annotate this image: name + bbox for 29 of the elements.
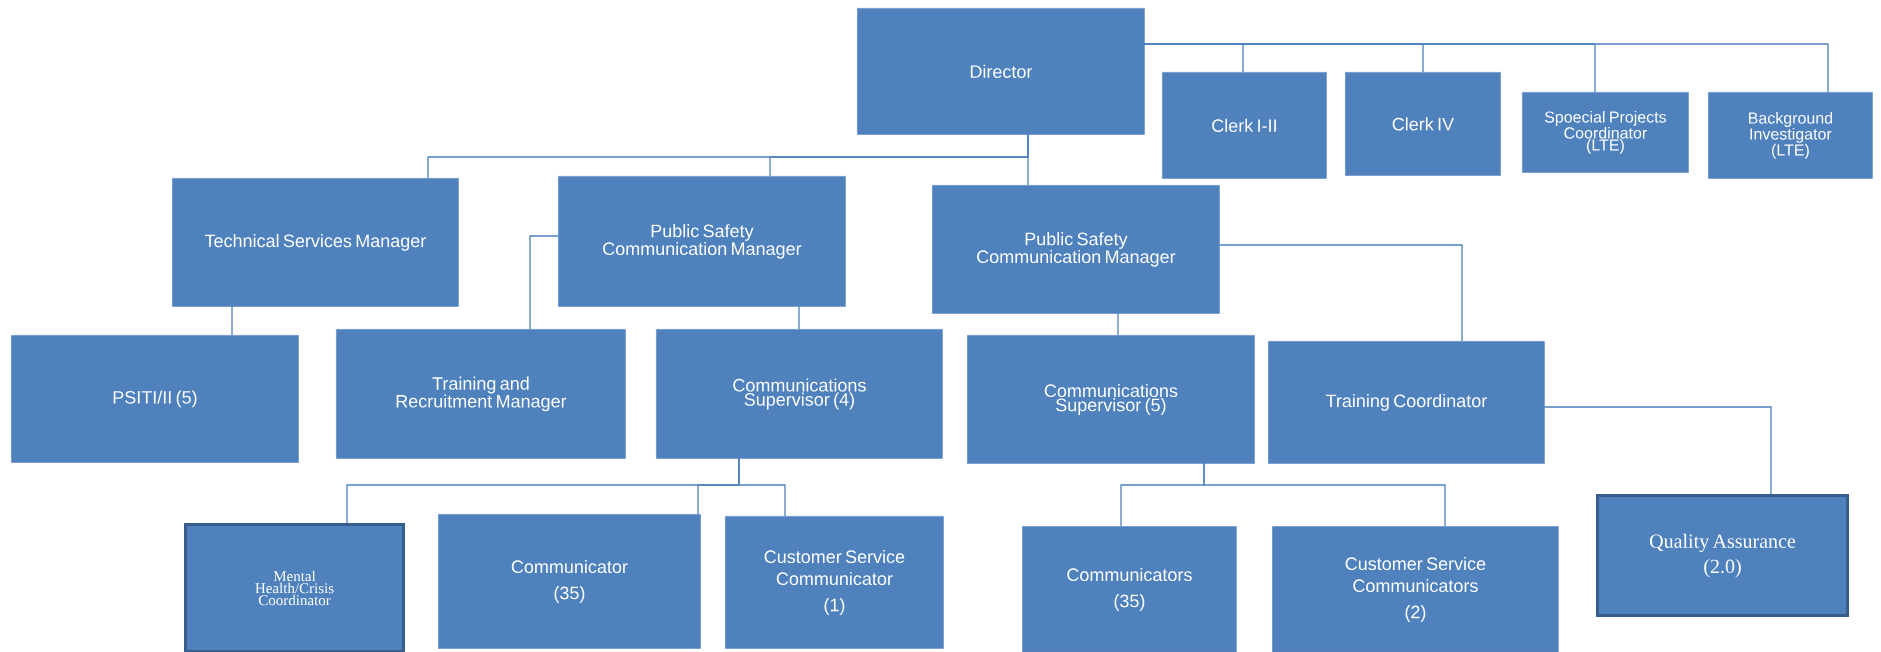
org-box: PSITI/II (5): [11, 335, 299, 463]
org-box: Communicator (35): [438, 514, 701, 649]
org-box: Clerk I-II: [1162, 72, 1327, 179]
connector-line: [231, 305, 233, 336]
connector-line: [1143, 43, 1829, 93]
org-box: Communicators (35): [1022, 526, 1237, 652]
connector-line: [738, 457, 786, 517]
org-box: Public Safety Communication Manager: [932, 185, 1220, 314]
org-box: Customer Service Communicators (2): [1272, 526, 1559, 652]
connector-line: [1117, 312, 1119, 336]
org-box: Background Investigator (LTE): [1708, 92, 1873, 179]
org-box: Quality Assurance (2.0): [1596, 494, 1849, 617]
org-box: Communications Supervisor (4): [656, 329, 943, 459]
org-box: Training Coordinator: [1268, 341, 1545, 464]
connector-line: [1203, 462, 1446, 527]
org-box: Director: [857, 8, 1145, 135]
org-box: Public Safety Communication Manager: [558, 176, 846, 307]
org-box: Mental Health/Crisis Coordinator: [184, 523, 405, 652]
connector-line: [1218, 244, 1463, 342]
org-box: Training and Recruitment Manager: [336, 329, 626, 459]
org-box: Customer Service Communicator (1): [725, 516, 944, 649]
connector-line: [1543, 406, 1772, 495]
org-box: Technical Services Manager: [172, 178, 459, 307]
org-box: Spoecial Projects Coordinator (LTE): [1522, 92, 1689, 173]
org-box: Communications Supervisor (5): [967, 335, 1255, 464]
connector-line: [529, 235, 559, 330]
org-box: Clerk IV: [1345, 72, 1501, 176]
connector-line: [798, 305, 800, 330]
connector-line: [1027, 133, 1029, 186]
